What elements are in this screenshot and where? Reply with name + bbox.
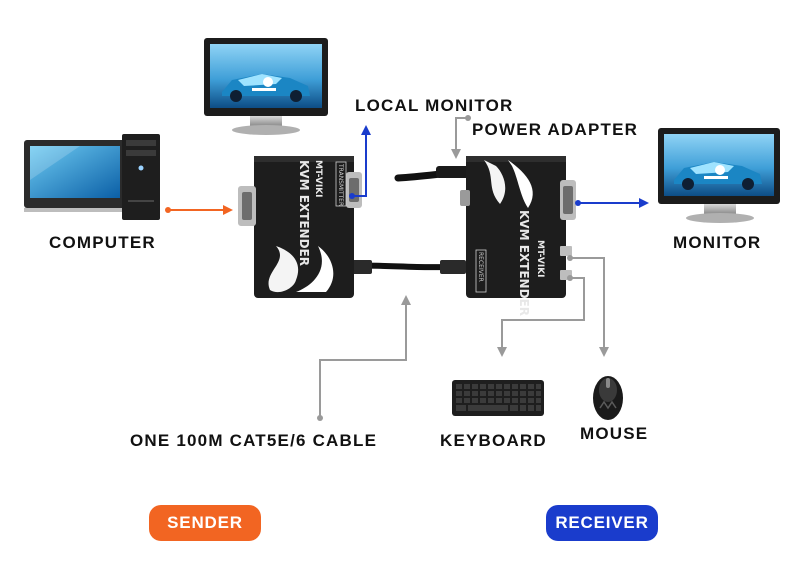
sender-device: KVM EXTENDER MT-VIKI TRANSMITTER — [238, 156, 362, 298]
monitor-icon — [658, 128, 780, 223]
local-monitor-icon — [204, 38, 328, 135]
sender-brand-text: MT-VIKI — [313, 160, 323, 198]
power-adapter-arrow — [451, 117, 468, 159]
receiver-model-text: KVM EXTENDER — [517, 210, 531, 316]
receiver-device: KVM EXTENDER MT-VIKI RECEIVER — [460, 156, 576, 316]
sender-model-text: KVM EXTENDER — [297, 160, 311, 266]
computer-label: COMPUTER — [49, 233, 156, 252]
receiver-tag-text: RECEIVER — [477, 252, 484, 282]
receiver-to-mouse-arrow — [570, 257, 609, 357]
sender-tag-text: TRANSMITTER — [337, 163, 344, 206]
sender-to-local-monitor-arrow — [352, 125, 371, 197]
receiver-brand-text: MT-VIKI — [535, 240, 545, 278]
power-adapter-label: POWER ADAPTER — [472, 120, 639, 139]
keyboard-label: KEYBOARD — [440, 431, 547, 450]
receiver-button[interactable]: RECEIVER — [546, 505, 658, 541]
power-plug — [436, 166, 472, 178]
monitor-label: MONITOR — [673, 233, 762, 252]
cable-label: ONE 100M CAT5E/6 CABLE — [130, 431, 378, 450]
cable-pointer-arrow — [319, 295, 411, 418]
receiver-to-keyboard-arrow — [497, 277, 585, 357]
mouse-label: MOUSE — [580, 424, 649, 443]
local-monitor-label: LOCAL MONITOR — [355, 96, 514, 115]
keyboard-icon — [452, 380, 544, 416]
computer-icon — [24, 134, 160, 220]
mouse-icon — [593, 376, 623, 420]
sender-button[interactable]: SENDER — [149, 505, 261, 541]
